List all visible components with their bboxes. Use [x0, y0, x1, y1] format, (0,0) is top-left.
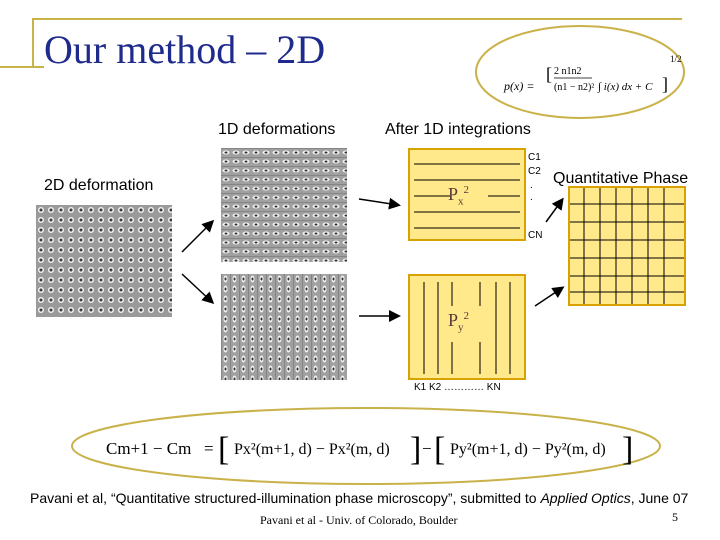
constant-dot-1: .	[530, 180, 533, 191]
panel-py-lines	[423, 282, 511, 374]
svg-text:]: ]	[662, 74, 668, 94]
panel-py-formula: Py2	[448, 310, 470, 334]
image-1d-deformation-y	[221, 274, 347, 380]
title-frame-top	[32, 18, 682, 20]
bottom-equation-bracket2: Py²(m+1, d) − Py²(m, d)	[450, 441, 606, 458]
arrow-px-to-phase	[545, 197, 564, 223]
slide-footer: Pavani et al - Univ. of Colorado, Boulde…	[260, 513, 458, 527]
bottom-equation-minus: −	[422, 439, 432, 458]
panel-px-lines	[414, 163, 520, 229]
panel-px: Px2	[408, 148, 526, 241]
panel-py: Py2	[408, 274, 526, 380]
constant-dot-2: .	[530, 192, 533, 203]
constant-cn: CN	[528, 230, 543, 241]
citation: Pavani et al, “Quantitative structured-i…	[30, 490, 689, 506]
phase-grid	[570, 188, 684, 304]
svg-text:[: [	[434, 431, 445, 468]
panel-px-formula: Px2	[448, 184, 470, 208]
constant-c1: C1	[528, 152, 541, 163]
constants-k: K1 K2 ………… KN	[414, 382, 501, 393]
title-frame-left	[32, 18, 34, 68]
label-after-1d-integrations: After 1D integrations	[385, 121, 531, 138]
image-1d-deformation-x	[221, 148, 347, 262]
top-equation-numerator: 2 n1n2	[554, 66, 582, 77]
svg-text:]: ]	[410, 431, 421, 468]
svg-text:[: [	[546, 64, 552, 84]
top-equation-denominator: (n1 − n2)²	[554, 82, 594, 93]
arrow-2d-to-1dx	[181, 219, 215, 253]
arrow-py-to-phase	[534, 286, 565, 307]
panel-quantitative-phase	[568, 186, 686, 306]
top-equation-exponent: 1/2	[670, 54, 682, 64]
image-2d-deformation	[36, 205, 172, 317]
arrow-1dx-to-px	[358, 197, 401, 210]
label-2d-deformation: 2D deformation	[44, 177, 154, 194]
title-frame-bottom	[0, 66, 44, 68]
top-equation: p(x) = [ 2 n1n2 (n1 − n2)² ∫ i(x) dx + C…	[475, 25, 685, 119]
bottom-equation-equals: =	[204, 439, 214, 458]
top-equation-integral: ∫ i(x) dx + C	[597, 81, 653, 93]
slide-title: Our method – 2D	[44, 27, 326, 72]
bottom-equation-bracket1: Px²(m+1, d) − Px²(m, d)	[234, 441, 390, 458]
svg-text:]: ]	[622, 431, 633, 468]
top-equation-lhs: p(x) =	[503, 79, 534, 93]
constant-c2: C2	[528, 166, 541, 177]
svg-text:[: [	[218, 431, 229, 468]
bottom-equation: Cm+1 − Cm = [ Px²(m+1, d) − Px²(m, d) ] …	[71, 407, 661, 485]
arrow-2d-to-1dy	[181, 273, 215, 305]
label-1d-deformations: 1D deformations	[218, 121, 336, 138]
bottom-equation-lhs: Cm+1 − Cm	[106, 439, 191, 458]
label-quantitative-phase: Quantitative Phase	[553, 170, 689, 187]
page-number: 5	[672, 510, 678, 524]
